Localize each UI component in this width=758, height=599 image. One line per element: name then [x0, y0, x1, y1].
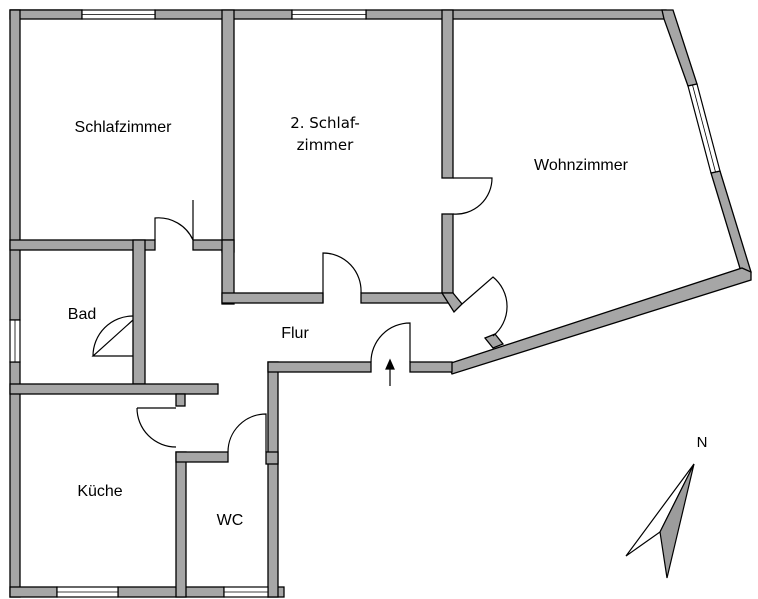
wall-schlaf2-west	[221, 239, 235, 305]
entrance-arrow	[385, 358, 395, 386]
door-schlafzimmer	[154, 200, 194, 241]
room-label-bad: Bad	[68, 306, 96, 323]
room-label-wohnzimmer: Wohnzimmer	[534, 157, 629, 174]
door-wohnzimmer-flur	[461, 276, 508, 337]
wall-kueche-east	[175, 451, 187, 598]
wall-flur-south-2	[409, 361, 453, 373]
wall-west-lower	[9, 361, 21, 598]
wall-living-south	[447, 267, 752, 375]
walls	[9, 9, 752, 598]
wall-bottom-2	[117, 586, 225, 598]
door-wc	[227, 413, 267, 453]
wall-east-lower	[710, 170, 752, 276]
north-arrow-right-half	[659, 463, 695, 579]
door-wohnzimmer	[452, 177, 493, 215]
room-label-flur: Flur	[281, 325, 309, 342]
door-entrance	[370, 322, 411, 363]
wall-schlaf-south-1	[9, 239, 156, 251]
wall-flur-south	[267, 361, 372, 373]
wall-top-1	[9, 9, 83, 20]
door-bad	[91, 315, 134, 357]
wall-east-upper	[661, 9, 698, 87]
wall-bad-east	[132, 239, 146, 385]
wall-top-3	[365, 9, 667, 20]
room-label-kueche: Küche	[77, 483, 122, 500]
wall-bottom-1	[9, 586, 58, 598]
north-arrow: N	[625, 434, 708, 579]
wall-schlaf2-south-2	[360, 292, 454, 304]
wall-bad-stub	[175, 393, 186, 407]
room-label-schlafzimmer2-line1: 2. Schlaf-	[290, 114, 360, 132]
room-label-schlafzimmer2-line2: zimmer	[297, 136, 354, 154]
wall-div-2-upper	[441, 9, 454, 179]
wall-wc-east	[267, 361, 279, 598]
wall-west-upper	[9, 9, 21, 321]
wall-wc-north-stub	[265, 451, 279, 465]
wall-bad-south	[9, 383, 219, 395]
north-arrow-left-half	[625, 463, 695, 557]
room-label-schlafzimmer: Schlafzimmer	[75, 119, 173, 136]
north-label: N	[697, 434, 708, 451]
door-kueche	[136, 407, 177, 448]
door-schlafzimmer2	[322, 252, 362, 303]
doors	[91, 177, 508, 453]
room-label-wc: WC	[217, 512, 244, 529]
wall-wc-north	[175, 451, 229, 463]
wall-living-door-jamb	[483, 333, 505, 349]
wall-div-2-lower	[441, 213, 454, 297]
wall-div-1	[221, 9, 235, 253]
windows	[9, 9, 721, 598]
wall-schlaf2-south-1	[221, 292, 324, 304]
